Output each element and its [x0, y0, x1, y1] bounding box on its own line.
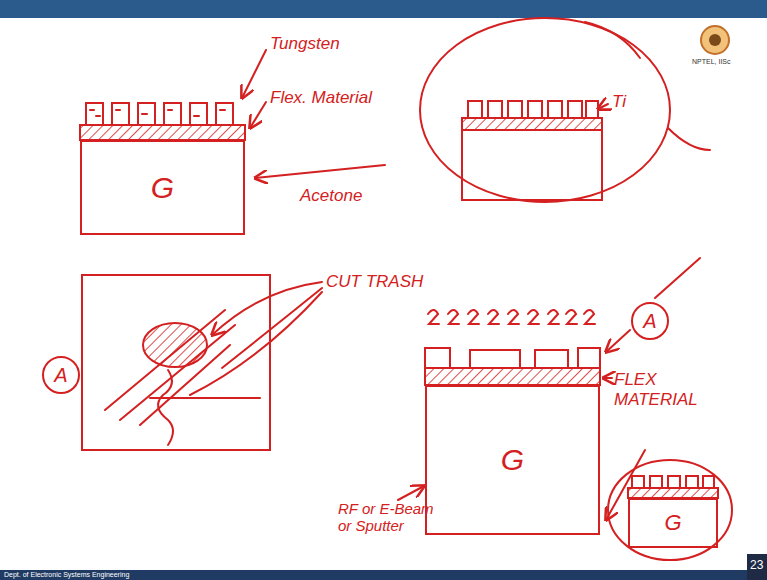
node-text: A: [643, 310, 656, 333]
node-text: A: [54, 364, 67, 387]
callout-circle: A: [42, 356, 80, 394]
process-label: RF or E-Beam or Sputter: [338, 500, 448, 535]
highlight-circle: [608, 460, 732, 560]
solvent-label: Acetone: [300, 186, 362, 206]
footer-text: Dept. of Electronic Systems Engineering: [4, 571, 129, 579]
pads: [632, 476, 714, 488]
pen-stroke: [585, 22, 710, 150]
check-mark: [655, 258, 700, 298]
material-label: Tungsten: [270, 34, 340, 54]
page-number-box: [747, 554, 767, 580]
header-bar: [0, 0, 767, 18]
tungsten-pads: [86, 103, 233, 125]
crack: [158, 370, 173, 445]
top-view-box: [82, 275, 270, 450]
leader-line: [222, 288, 322, 368]
annotation: CUT TRASH: [326, 272, 423, 292]
substrate-box: G: [628, 498, 718, 548]
flex-layer: [425, 368, 600, 385]
highlight-circle: [420, 18, 670, 202]
footer-bar: [0, 570, 767, 580]
substrate: [462, 130, 602, 200]
deposited-pads: [425, 348, 600, 368]
leader-line: [606, 330, 630, 352]
logo: [701, 26, 729, 54]
leader-line: [603, 377, 612, 379]
leader-line: [606, 450, 645, 520]
drawing: [80, 18, 732, 560]
leader-line: [190, 292, 322, 395]
leader-line: [250, 102, 266, 128]
node-text: G: [664, 510, 681, 536]
leader-line: [398, 486, 424, 500]
material-label: FLEX MATERIAL: [614, 370, 714, 409]
node-text: G: [151, 171, 174, 205]
material-label: Ti: [612, 92, 626, 112]
trash-particle: [143, 323, 207, 367]
logo-text: NPTEL, IISc: [692, 58, 731, 66]
leader-line: [242, 50, 266, 98]
substrate-box: G: [425, 385, 600, 535]
flex-layer: [80, 125, 245, 140]
deposition-flux: [428, 310, 595, 324]
node-text: G: [501, 443, 524, 477]
callout-circle: A: [631, 302, 669, 340]
leader-line: [255, 165, 385, 178]
flex-layer: [462, 118, 602, 130]
leader-line: [598, 104, 608, 109]
page-number: 23: [750, 559, 763, 573]
material-label: Flex. Material: [270, 88, 372, 108]
substrate-box: G: [80, 140, 245, 235]
ti-pads: [468, 101, 598, 118]
flex-layer: [628, 488, 718, 498]
